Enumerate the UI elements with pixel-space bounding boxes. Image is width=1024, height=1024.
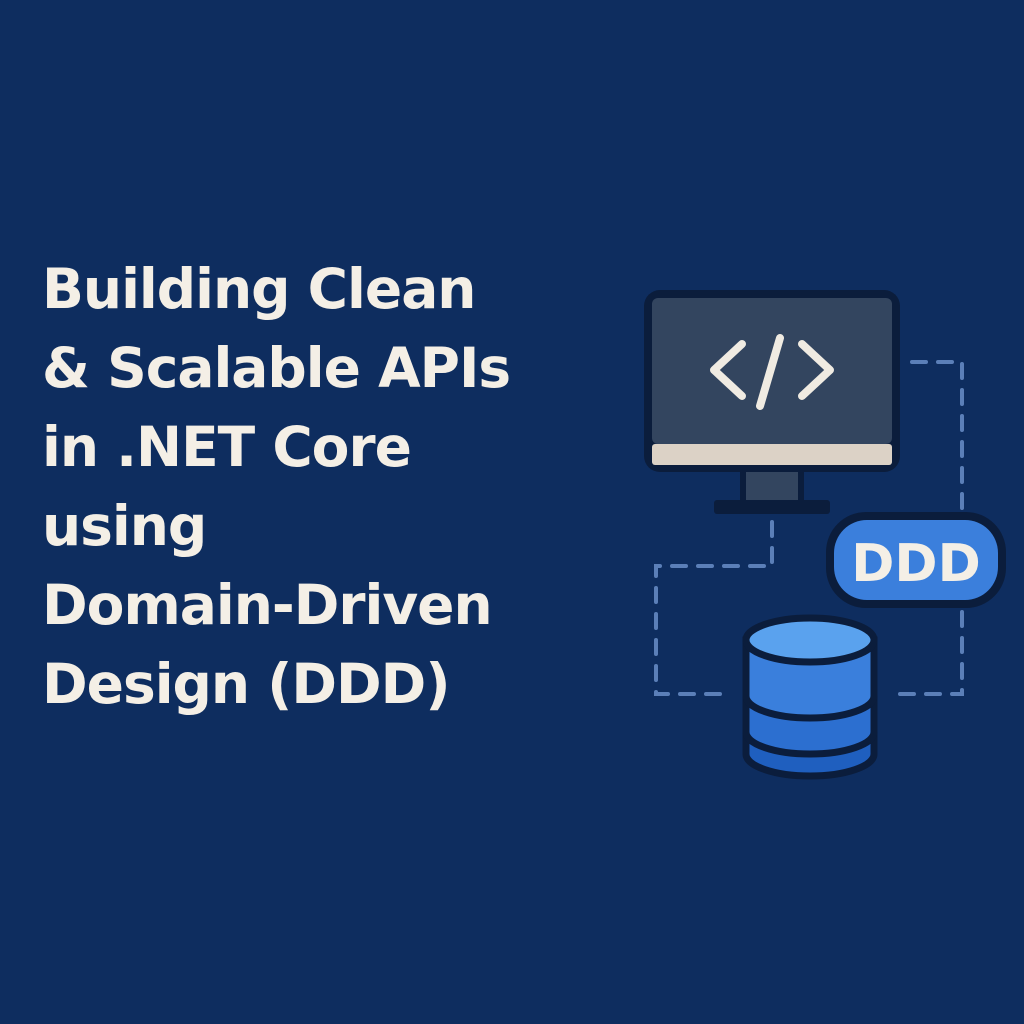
connector-badge-to-database <box>898 610 964 696</box>
code-icon <box>710 334 834 410</box>
title-line-5: Domain-Driven <box>42 573 493 637</box>
title-line-1: Building Clean <box>42 257 476 321</box>
monitor-stand-base <box>714 500 830 514</box>
monitor-icon <box>644 290 900 514</box>
connector-monitor-to-left <box>654 520 774 696</box>
ddd-badge-fill <box>834 520 998 600</box>
title-line-4: using <box>42 494 207 558</box>
title-line-2: & Scalable APIs <box>42 336 511 400</box>
ddd-badge-label: DDD <box>851 534 981 594</box>
connector-monitor-to-badge <box>910 360 964 512</box>
title-line-3: in .NET Core <box>42 415 412 479</box>
dashed-connectors <box>654 360 964 696</box>
monitor-bezel <box>652 444 892 465</box>
title-line-6: Design (DDD) <box>42 652 450 716</box>
database-icon <box>742 614 878 780</box>
page-title: Building Clean & Scalable APIs in .NET C… <box>42 250 602 724</box>
ddd-badge: DDD <box>826 512 1006 608</box>
database-lid <box>742 614 878 666</box>
